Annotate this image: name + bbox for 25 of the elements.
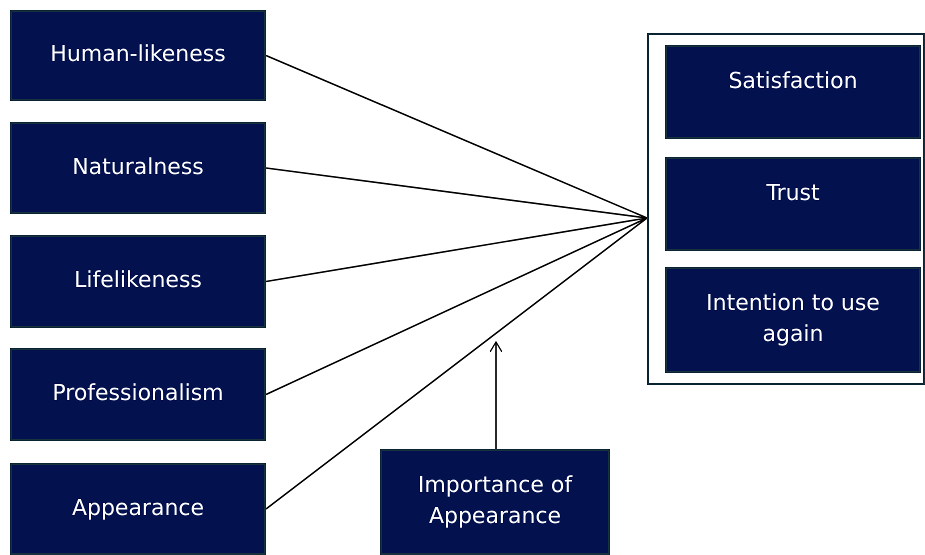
- construct-box: [380, 449, 610, 555]
- construct-box: [10, 122, 266, 214]
- box-label: Human-likeness: [50, 41, 226, 70]
- construct-box: [10, 348, 266, 441]
- box-label: Appearance: [72, 494, 204, 523]
- box-label: Importance of Appearance: [416, 472, 574, 531]
- box-label: Naturalness: [72, 154, 204, 182]
- construct-box: [665, 267, 921, 373]
- construct-box: [10, 235, 266, 328]
- connector-line: [266, 167, 648, 219]
- construct-box: [665, 45, 921, 139]
- box-label: Trust: [766, 180, 820, 208]
- arrow: [489, 341, 503, 449]
- box-label: Intention to use again: [705, 290, 881, 349]
- construct-box: [10, 10, 266, 101]
- construct-box: [665, 157, 921, 251]
- construct-box: [10, 463, 266, 555]
- connector-line: [266, 54, 648, 219]
- connector-line: [266, 217, 648, 282]
- connector-line: [266, 217, 648, 510]
- box-label: Lifelikeness: [74, 267, 202, 296]
- box-label: Satisfaction: [728, 68, 858, 96]
- group-box: [647, 33, 925, 385]
- box-label: Professionalism: [52, 380, 224, 408]
- connector-line: [266, 217, 648, 396]
